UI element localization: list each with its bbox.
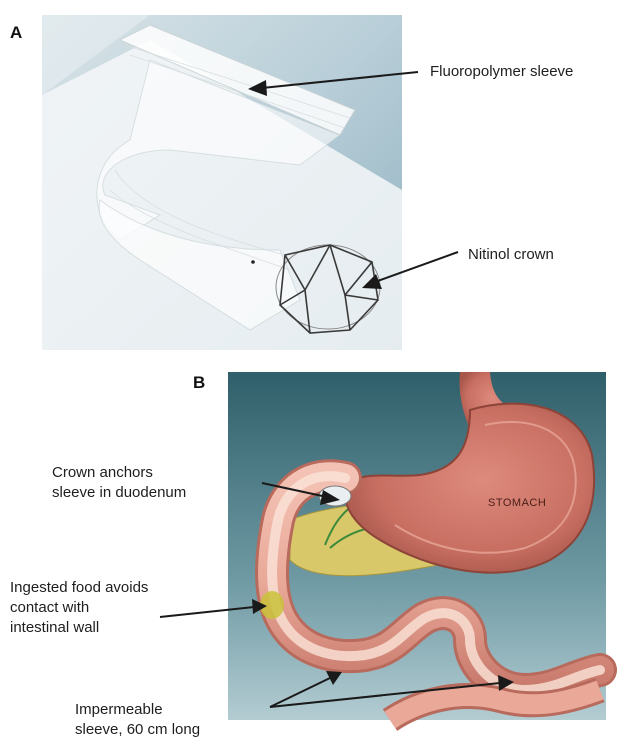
crown-anchors-label-line2: sleeve in duodenum bbox=[52, 483, 186, 503]
impermeable-sleeve-label-line2: sleeve, 60 cm long bbox=[75, 720, 200, 740]
ingested-food-label-line1: Ingested food avoids bbox=[10, 578, 148, 598]
ingested-food-label-line3: intestinal wall bbox=[10, 618, 99, 638]
panel-a-letter: A bbox=[10, 23, 22, 43]
ingested-food-label-line2: contact with bbox=[10, 598, 89, 618]
fluoropolymer-sleeve-label: Fluoropolymer sleeve bbox=[430, 62, 573, 82]
impermeable-sleeve-label-line1: Impermeable bbox=[75, 700, 163, 720]
nitinol-crown-label: Nitinol crown bbox=[468, 245, 554, 265]
anatomy-illustration bbox=[228, 372, 606, 720]
panel-b-letter: B bbox=[193, 373, 205, 393]
stomach-label: STOMACH bbox=[488, 497, 546, 509]
sleeve-photo bbox=[42, 15, 402, 350]
crown-anchors-label-line1: Crown anchors bbox=[52, 463, 153, 483]
